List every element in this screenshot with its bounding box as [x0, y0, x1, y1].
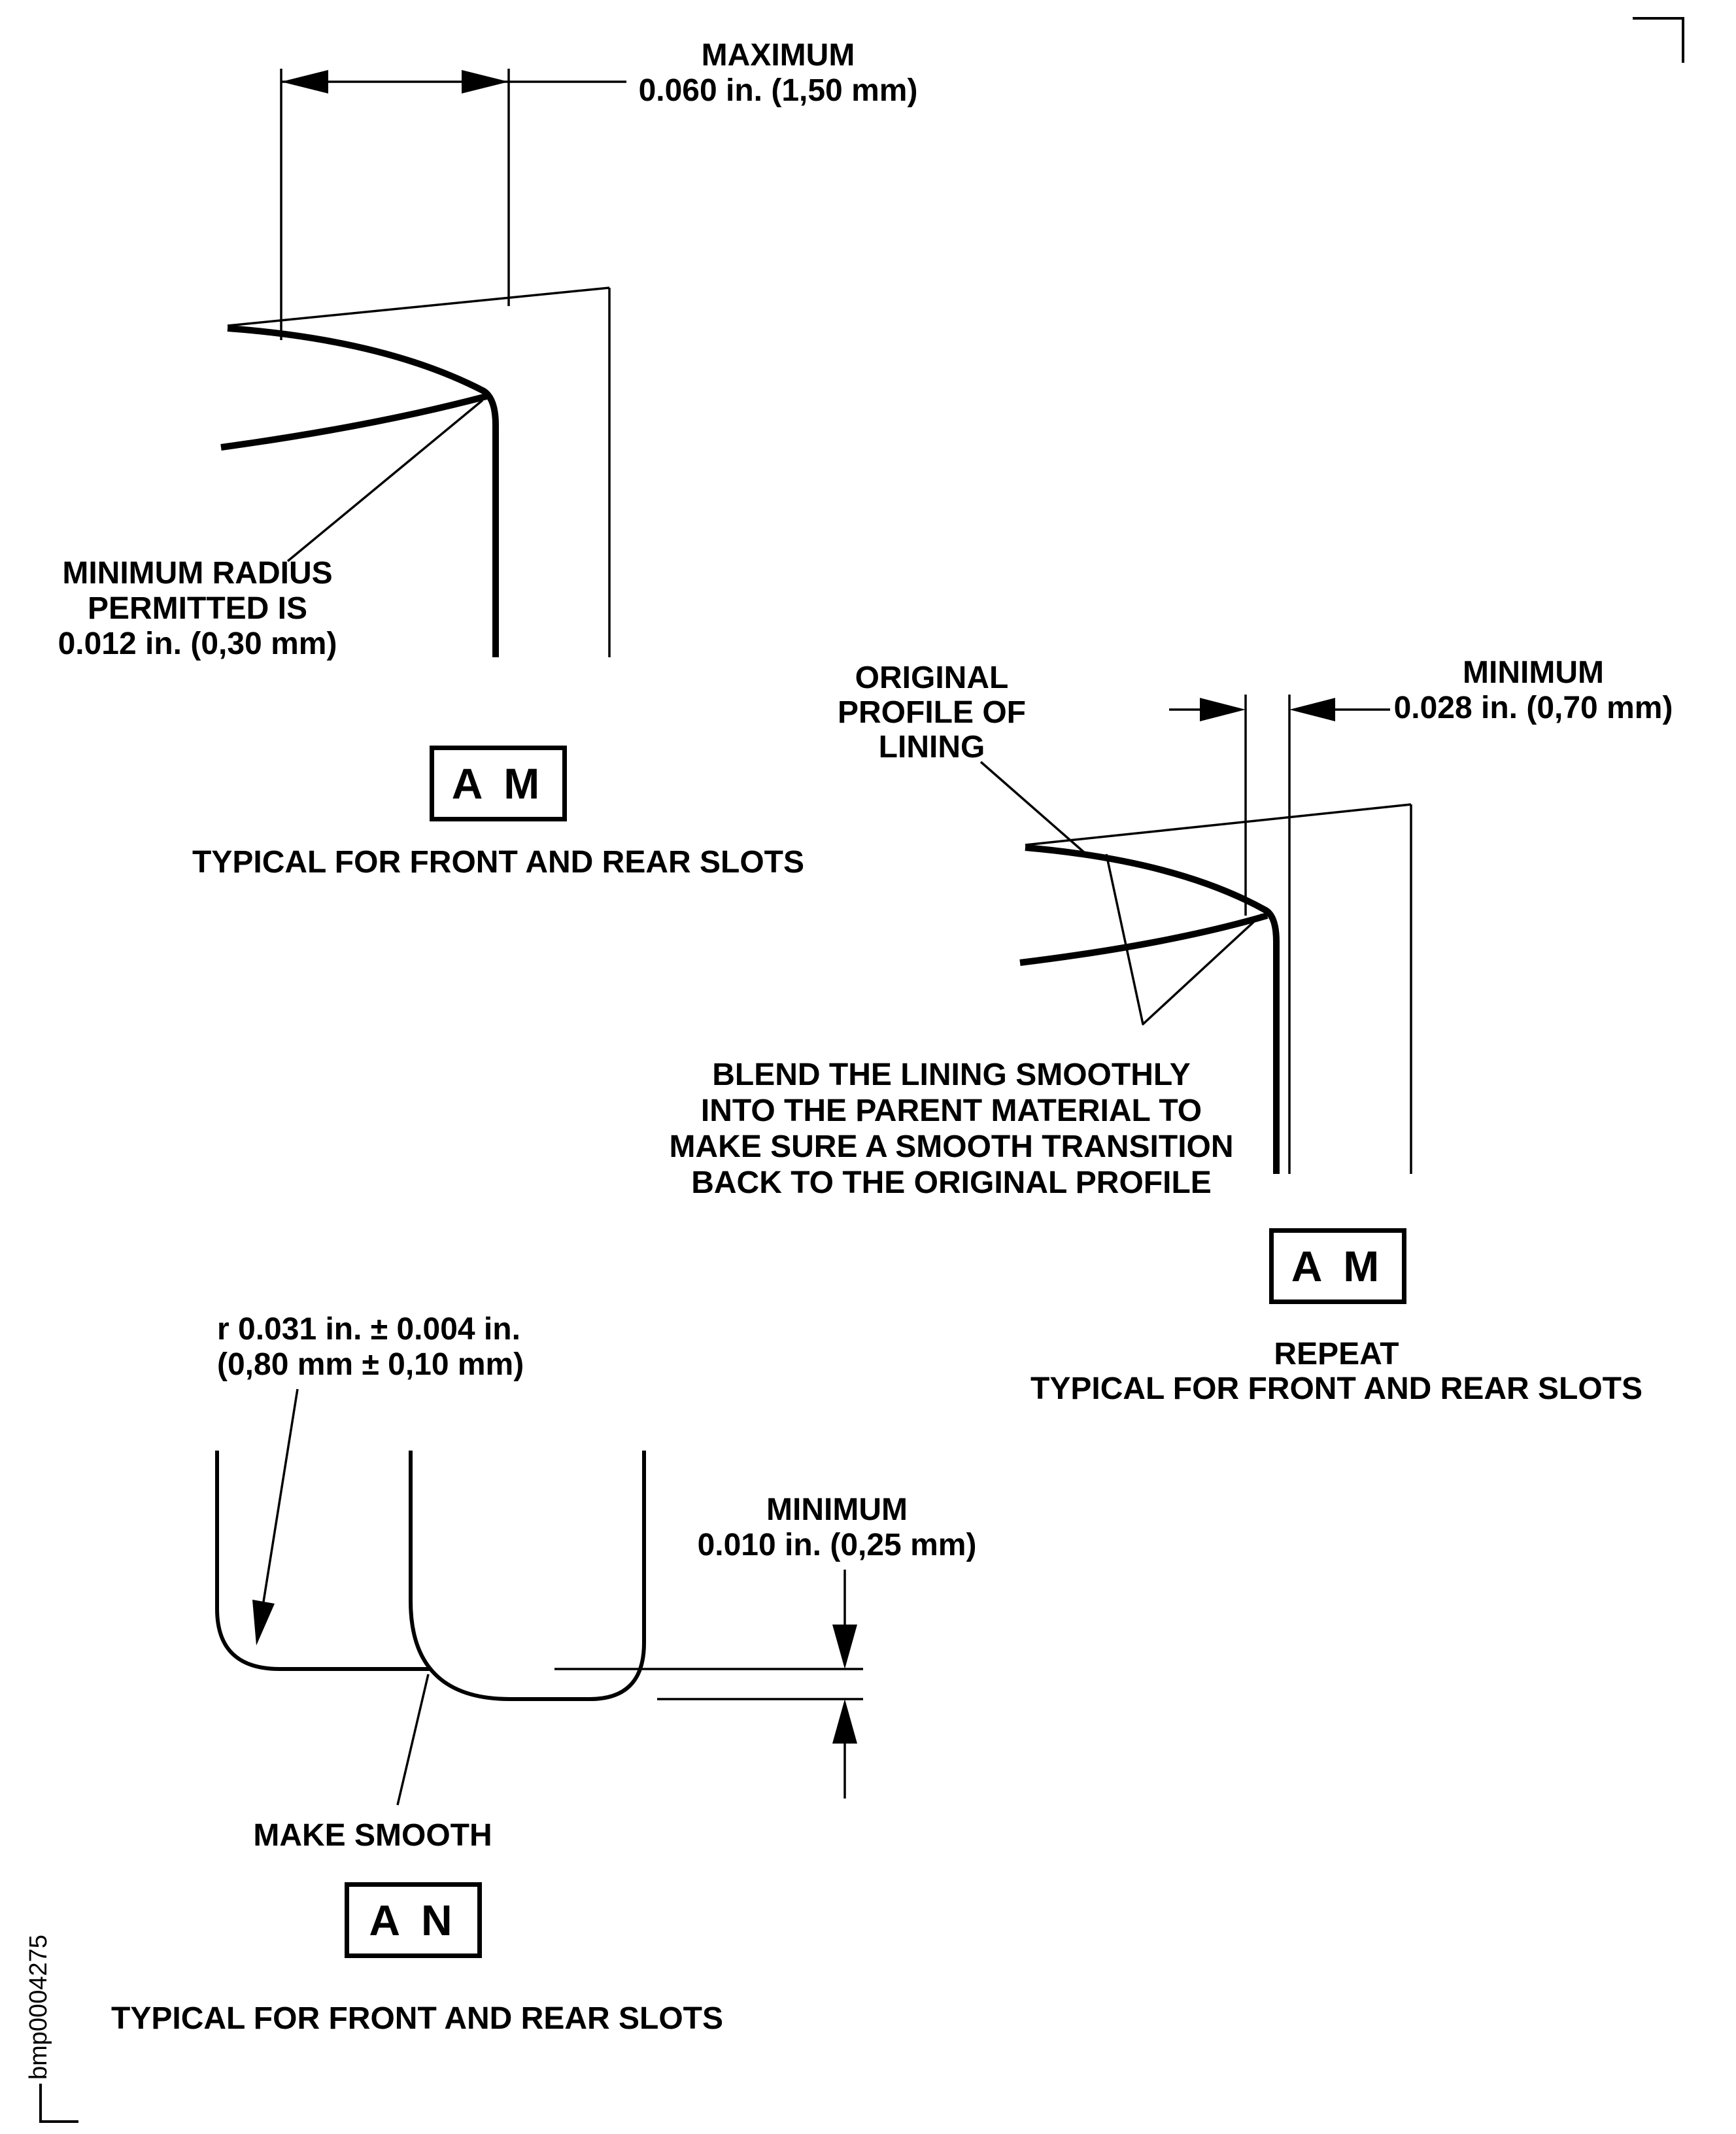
original-profile-line3: LINING: [878, 730, 985, 765]
lining-profile-upper-curve: [1025, 844, 1280, 1174]
max-dimension-label: MAXIMUM 0.060 in. (1,50 mm): [608, 38, 948, 109]
original-profile-line1: ORIGINAL: [855, 661, 1009, 695]
arrowhead-left-icon: [1289, 698, 1335, 721]
lining-profile-lower-curve: [1019, 912, 1268, 966]
min-dimension-bottom-line1: MINIMUM: [766, 1492, 908, 1527]
slot-radius-line2: (0,80 mm ± 0,10 mm): [217, 1347, 524, 1382]
detail1-caption: TYPICAL FOR FRONT AND REAR SLOTS: [192, 845, 804, 880]
detail2-caption-line2: TYPICAL FOR FRONT AND REAR SLOTS: [1030, 1371, 1642, 1406]
min-radius-note-line1: MINIMUM RADIUS: [62, 556, 333, 591]
detail2-caption-line1: REPEAT: [1274, 1337, 1399, 1371]
profile-leader-line: [979, 761, 1087, 855]
min-dimension-blend-line1: MINIMUM: [1463, 655, 1604, 690]
blend-note-line1: BLEND THE LINING SMOOTHLY: [712, 1058, 1191, 1092]
original-profile-line2: PROFILE OF: [838, 695, 1026, 730]
corner-mark-bottom-left: [39, 2084, 78, 2123]
arrowhead-down-icon: [832, 1625, 857, 1669]
detail-flag-am-2-text: A M: [1291, 1242, 1385, 1290]
max-dimension-line1: MAXIMUM: [701, 38, 855, 73]
radius-leader-line: [262, 1388, 299, 1602]
min-radius-note: MINIMUM RADIUS PERMITTED IS 0.012 in. (0…: [39, 556, 356, 662]
make-smooth-label: MAKE SMOOTH: [253, 1818, 492, 1853]
corner-mark-top-right: [1633, 17, 1684, 63]
min-dimension-label-bottom: MINIMUM 0.010 in. (0,25 mm): [673, 1492, 1000, 1563]
arrowhead-right-icon: [462, 70, 509, 94]
max-dimension-line2: 0.060 in. (1,50 mm): [638, 73, 918, 108]
parent-surface-line: [1025, 803, 1412, 846]
detail3-caption: TYPICAL FOR FRONT AND REAR SLOTS: [111, 2001, 723, 2036]
min-dimension-label-blend: MINIMUM 0.028 in. (0,70 mm): [1373, 655, 1693, 726]
min-dimension-blend-line2: 0.028 in. (0,70 mm): [1393, 691, 1673, 725]
top-slot-detail-art: [220, 69, 626, 657]
artifact-id-label: bmp0004275: [25, 1935, 52, 2080]
original-profile-reference-lines: [1105, 853, 1263, 1025]
slot-left-wall-and-bottom: [215, 1451, 430, 1671]
blend-detail-art: [979, 695, 1412, 1174]
slot-radius-label: r 0.031 in. ± 0.004 in. (0,80 mm ± 0,10 …: [217, 1312, 583, 1383]
original-profile-label: ORIGINAL PROFILE OF LINING: [772, 661, 1092, 765]
min-radius-note-line3: 0.012 in. (0,30 mm): [58, 627, 337, 661]
detail-flag-an-text: A N: [369, 1896, 458, 1944]
slot-radius-line1: r 0.031 in. ± 0.004 in.: [217, 1312, 520, 1347]
min-dimension-bottom-line2: 0.010 in. (0,25 mm): [697, 1528, 977, 1562]
detail-flag-am-1-text: A M: [451, 759, 545, 808]
arrowhead-left-icon: [281, 70, 328, 94]
detail-flag-am-2: A M: [1269, 1228, 1406, 1304]
detail2-caption: REPEAT TYPICAL FOR FRONT AND REAR SLOTS: [1010, 1337, 1663, 1406]
slot-bottom-detail-art: [215, 1388, 863, 1806]
lining-profile-lower-curve: [220, 393, 488, 451]
arrowhead-right-icon: [1200, 698, 1246, 721]
detail-flag-am-1: A M: [430, 746, 567, 821]
blend-instruction-note: BLEND THE LINING SMOOTHLY INTO THE PAREN…: [624, 1057, 1278, 1201]
detail-flag-an: A N: [345, 1882, 482, 1958]
blend-note-line2: INTO THE PARENT MATERIAL TO: [700, 1093, 1202, 1128]
smooth-leader-line: [396, 1674, 430, 1806]
arrowhead-down-icon: [252, 1600, 275, 1645]
min-radius-note-line2: PERMITTED IS: [87, 591, 308, 626]
blend-note-line3: MAKE SURE A SMOOTH TRANSITION: [669, 1129, 1234, 1164]
lining-profile-upper-curve: [227, 325, 499, 657]
arrowhead-up-icon: [832, 1699, 857, 1744]
radius-leader-line: [286, 399, 484, 562]
slot-reworked-bottom: [409, 1451, 646, 1701]
blend-note-line4: BACK TO THE ORIGINAL PROFILE: [691, 1165, 1212, 1200]
parent-surface-line: [227, 286, 610, 327]
